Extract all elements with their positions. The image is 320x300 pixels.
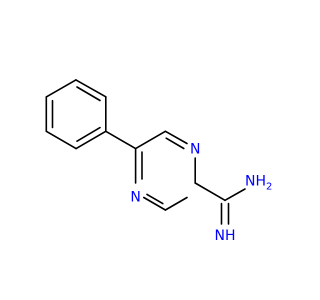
atom-label-nh: NH [215,228,236,244]
double-bond-inner [76,86,101,102]
atom-label-n3: N [130,190,140,206]
amidine-group [194,182,246,225]
molecule-diagram: N N NH2 NH [45,79,272,244]
atom-label-nh2: NH2 [245,174,272,193]
atom-label-n1: N [190,142,200,158]
double-bond-inner [165,137,185,150]
bond [45,79,77,98]
bond [164,196,188,211]
bond [134,130,167,150]
bond [164,130,188,145]
biaryl-bond [105,130,137,150]
nh2-main: NH [245,174,266,190]
bond [75,130,107,150]
double-bond-inner [76,126,101,142]
pyrimidine-ring [134,130,196,211]
phenyl-ring [45,79,107,150]
bond [75,79,107,98]
nh2-subscript: 2 [266,182,272,193]
bond [45,130,77,150]
double-bond-inner [146,193,164,205]
bond [194,182,226,202]
bond [224,188,246,202]
bond [143,196,167,211]
